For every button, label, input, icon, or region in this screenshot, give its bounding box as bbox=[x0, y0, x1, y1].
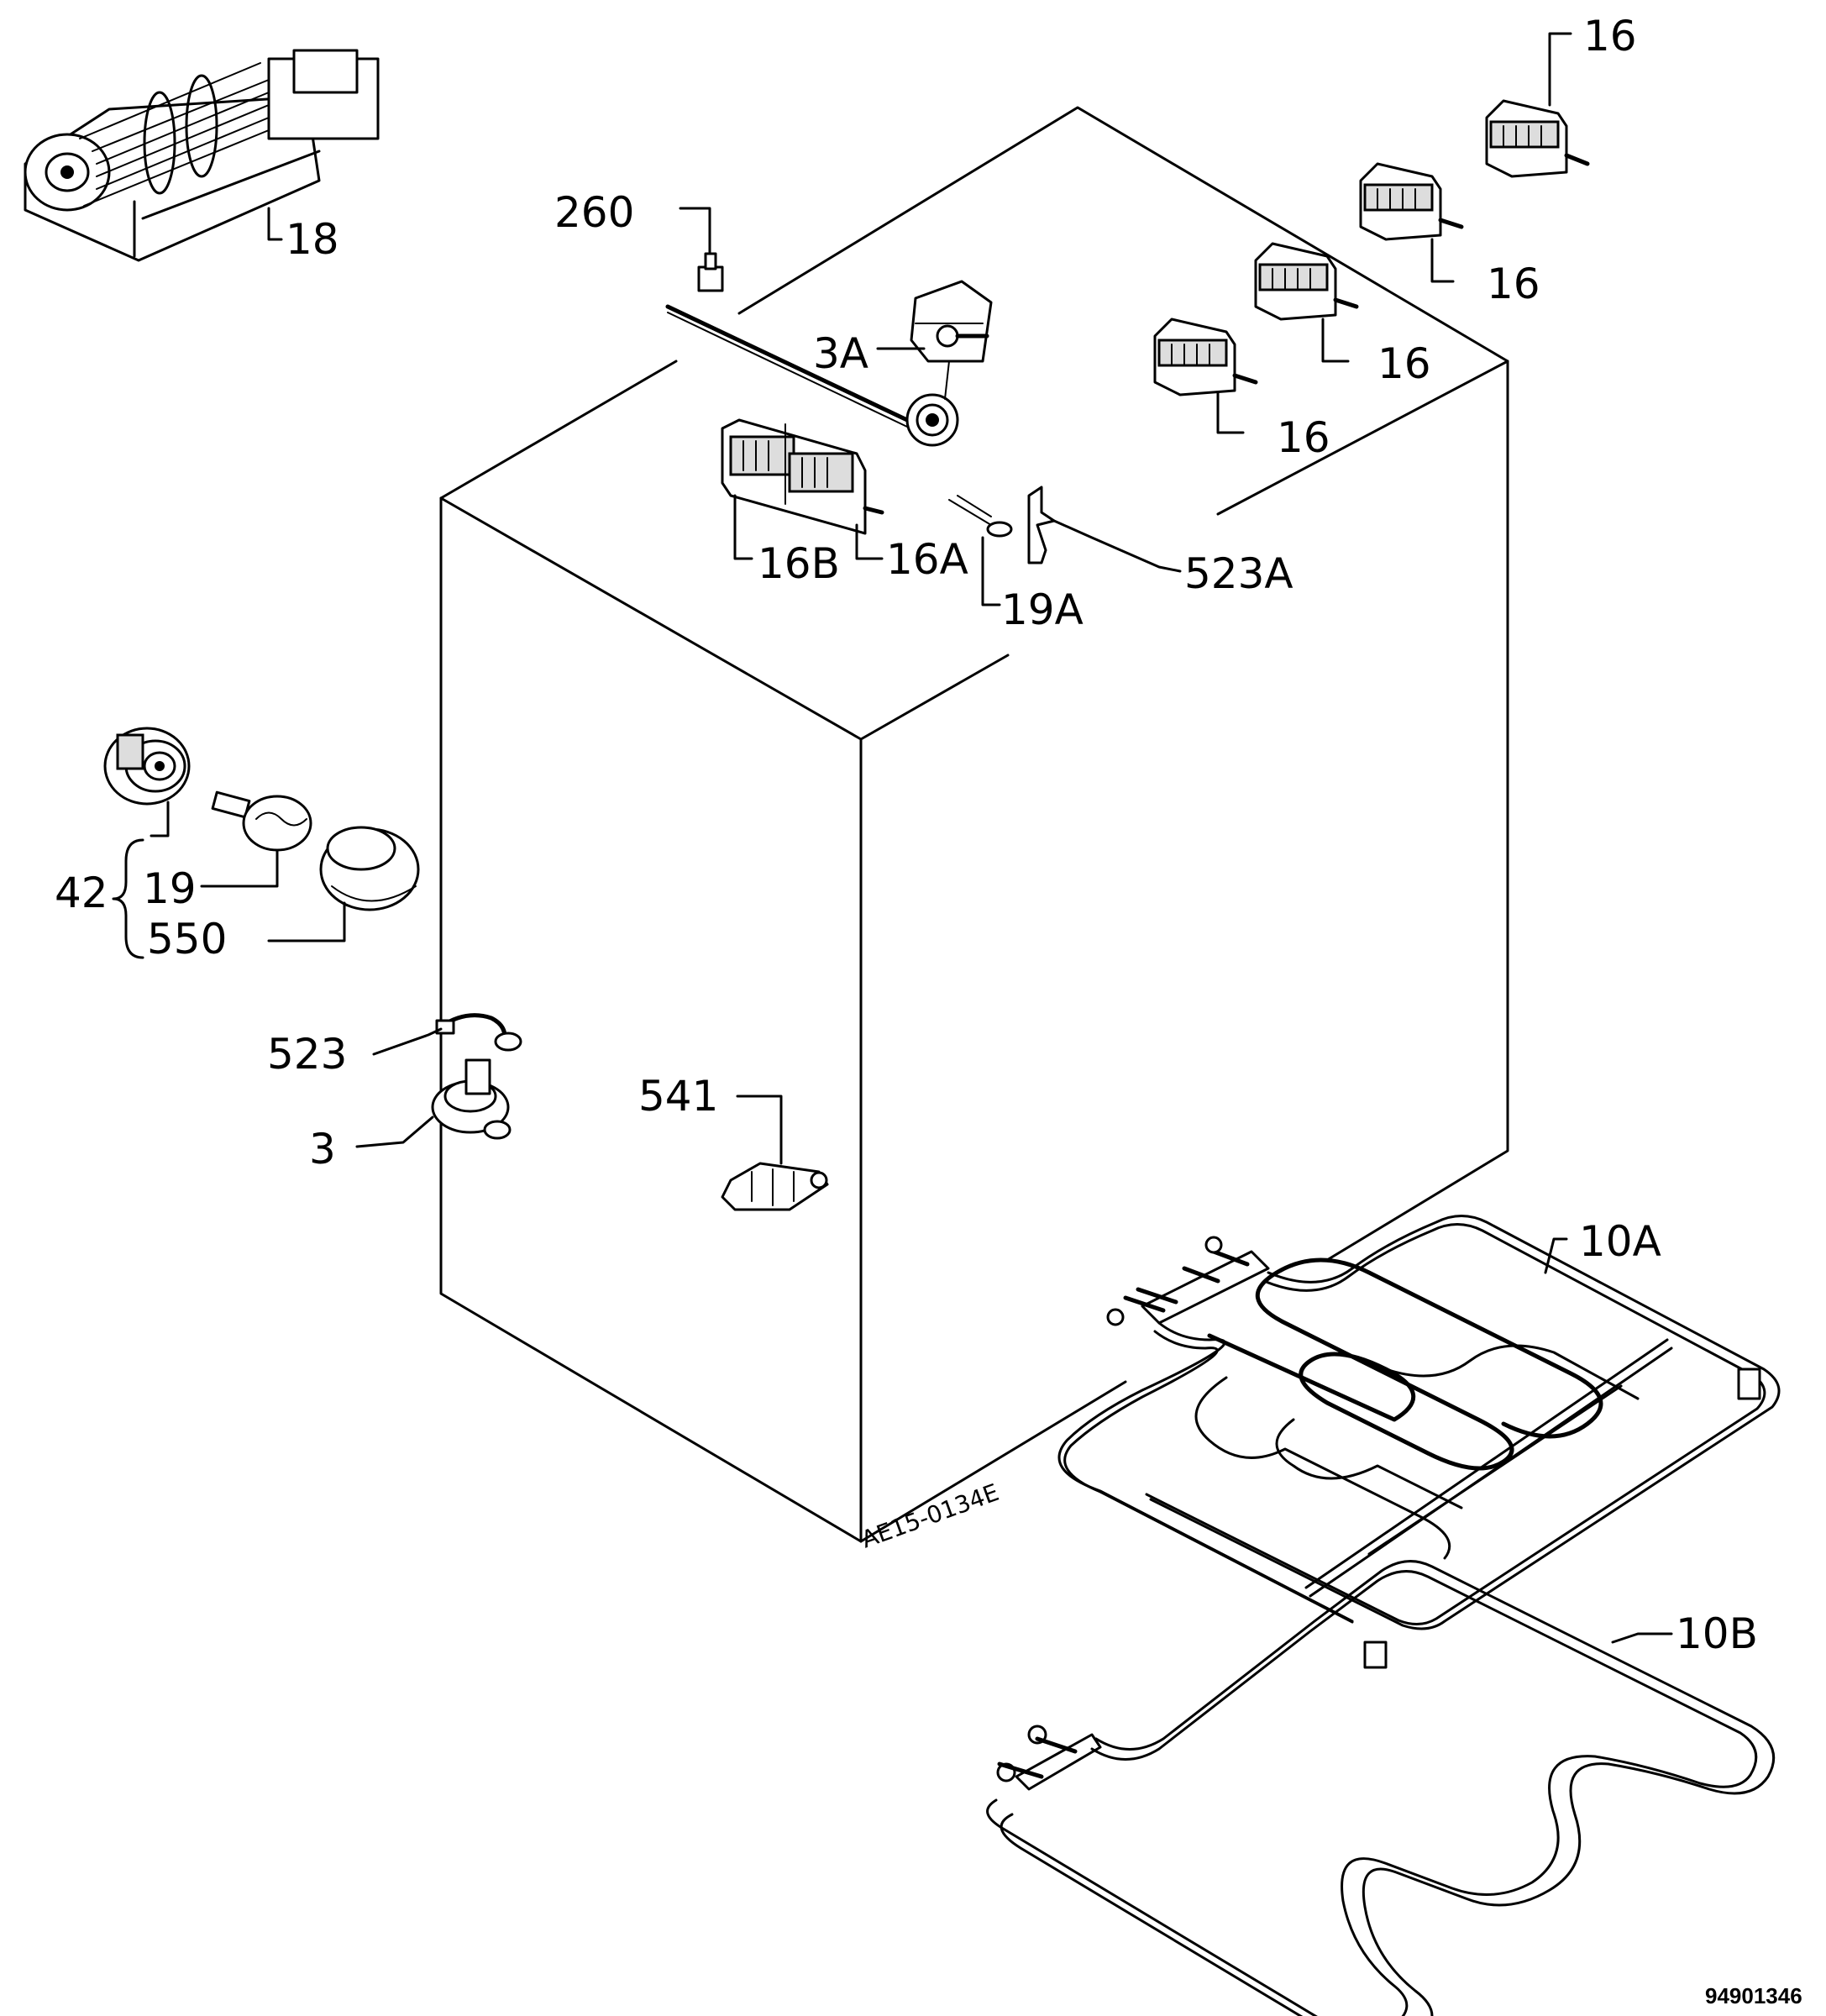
switch-16b-leader bbox=[733, 494, 753, 560]
clip-part bbox=[435, 1013, 522, 1052]
label-probe-sensor: 260 bbox=[554, 188, 634, 237]
thermostat-leader bbox=[355, 1116, 434, 1148]
lamp-assembly-brace bbox=[112, 838, 144, 959]
lamp-holder-part bbox=[103, 727, 191, 806]
terminal-block-part bbox=[721, 1162, 829, 1211]
lamp-bulb-leader bbox=[200, 848, 279, 888]
label-switch-a: 16A bbox=[886, 535, 968, 584]
label-switch-2: 16 bbox=[1487, 260, 1540, 308]
lamp-cover-part bbox=[319, 826, 420, 911]
switch-16b-16a-part bbox=[721, 418, 884, 535]
clip-leader bbox=[372, 1027, 443, 1056]
pilot-lamp-a-part bbox=[948, 495, 1013, 538]
heating-element-bottom-leader bbox=[1611, 1632, 1673, 1644]
switch-leader-4 bbox=[1216, 391, 1245, 434]
terminal-block-leader bbox=[736, 1095, 783, 1165]
switch-leader-2 bbox=[1430, 238, 1455, 283]
switch-part-3 bbox=[1254, 242, 1359, 321]
switch-16a-leader bbox=[855, 523, 884, 560]
fan-motor-leader bbox=[267, 207, 283, 241]
label-lamp-bulb: 19 bbox=[143, 864, 197, 913]
heating-element-top-leader bbox=[1544, 1237, 1568, 1274]
switch-leader-1 bbox=[1548, 32, 1572, 107]
probe-sensor-part bbox=[697, 252, 724, 292]
oven-cabinet bbox=[439, 106, 1509, 1543]
clip-a-leader bbox=[1052, 519, 1182, 573]
clip-a-part bbox=[1027, 486, 1056, 564]
label-heating-element-bottom: 10B bbox=[1676, 1609, 1758, 1658]
label-pilot-lamp-a: 19A bbox=[1001, 585, 1084, 634]
label-lamp-cover: 550 bbox=[147, 915, 227, 963]
lamp-holder-leader bbox=[150, 801, 170, 837]
label-switch-3: 16 bbox=[1377, 339, 1431, 388]
thermostat-a-part bbox=[665, 280, 993, 447]
label-thermostat-a: 3A bbox=[813, 329, 868, 378]
switch-part-2 bbox=[1359, 162, 1464, 241]
switch-part-1 bbox=[1485, 99, 1590, 178]
label-clip: 523 bbox=[267, 1030, 347, 1079]
probe-sensor-leader bbox=[679, 207, 711, 254]
label-fan-motor: 18 bbox=[286, 215, 339, 264]
lamp-cover-leader bbox=[267, 901, 346, 942]
pilot-lamp-a-leader bbox=[981, 536, 1001, 606]
switch-leader-3 bbox=[1321, 318, 1350, 363]
heating-element-top-part bbox=[1057, 1215, 1781, 1669]
label-lamp-assembly: 42 bbox=[55, 869, 108, 917]
label-clip-a: 523A bbox=[1184, 549, 1293, 598]
label-switch-4: 16 bbox=[1277, 413, 1330, 462]
label-switch-1: 16 bbox=[1583, 12, 1637, 60]
switch-part-4 bbox=[1153, 318, 1258, 396]
heating-element-bottom-part bbox=[986, 1560, 1776, 2016]
label-switch-b: 16B bbox=[758, 539, 840, 588]
lamp-bulb-part bbox=[211, 790, 312, 852]
label-terminal-block: 541 bbox=[638, 1072, 718, 1121]
label-thermostat: 3 bbox=[309, 1125, 336, 1173]
thermostat-part bbox=[431, 1058, 512, 1140]
reference-number: 94901346 bbox=[1705, 1983, 1802, 2008]
fan-motor-part bbox=[24, 49, 380, 262]
drawing-code: AE15-0134E bbox=[858, 1478, 1002, 1554]
label-heating-element-top: 10A bbox=[1579, 1217, 1661, 1266]
